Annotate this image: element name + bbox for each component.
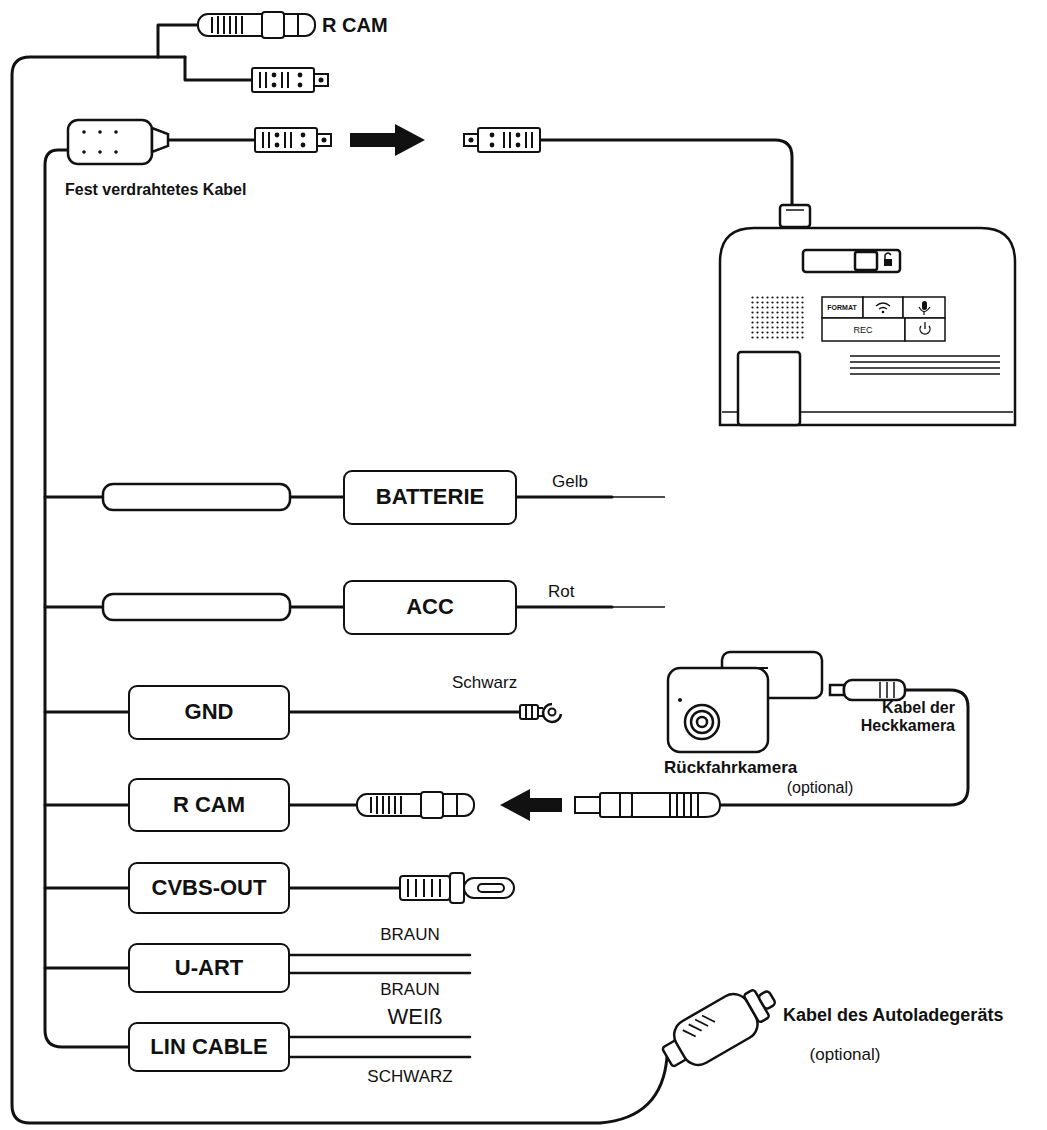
inline-fuse bbox=[103, 484, 290, 620]
box-label: U-ART bbox=[175, 956, 243, 980]
rcam-female bbox=[357, 792, 474, 818]
wire-color: SCHWARZ bbox=[367, 1067, 452, 1087]
cable-harness bbox=[12, 25, 968, 1123]
hardwire-plug bbox=[68, 120, 168, 164]
button-label: FORMAT bbox=[827, 304, 856, 312]
part-name: Kabel des Autoladegeräts bbox=[783, 1005, 1003, 1026]
optional-note: (optional) bbox=[810, 1045, 881, 1065]
wire-color: WEIß bbox=[388, 1004, 443, 1029]
rcam-connector bbox=[198, 12, 315, 38]
box-label: CVBS-OUT bbox=[152, 876, 267, 900]
spare-connector bbox=[252, 68, 328, 92]
wire-color: Rot bbox=[548, 582, 574, 602]
box-label: LIN CABLE bbox=[150, 1035, 267, 1059]
harness-box: BATTERIE bbox=[343, 470, 517, 525]
box-label: BATTERIE bbox=[376, 485, 484, 509]
car-charger-plug bbox=[655, 976, 784, 1078]
optional-note: (optional) bbox=[787, 779, 854, 797]
part-name: Kabel der Heckkamera bbox=[835, 699, 955, 736]
box-label: GND bbox=[185, 700, 234, 724]
female-connector bbox=[464, 128, 540, 152]
button-label: REC bbox=[853, 325, 872, 335]
wire-color: BRAUN bbox=[380, 980, 440, 1000]
box-label: R CAM bbox=[173, 793, 245, 817]
ring-terminal bbox=[520, 704, 561, 722]
rear-camera bbox=[668, 652, 905, 752]
wire-ends bbox=[612, 497, 665, 607]
harness-box: GND bbox=[128, 685, 290, 740]
part-name: Rückfahrkamera bbox=[664, 758, 797, 778]
harness-box: R CAM bbox=[128, 778, 290, 832]
wire-color: Schwarz bbox=[452, 673, 517, 693]
harness-box: LIN CABLE bbox=[128, 1022, 290, 1072]
box-label: ACC bbox=[406, 595, 454, 619]
connector-name: R CAM bbox=[322, 14, 388, 37]
male-connector bbox=[255, 128, 331, 152]
wire-color: BRAUN bbox=[380, 925, 440, 945]
rca-plug bbox=[400, 873, 514, 903]
dashcam bbox=[720, 205, 1015, 425]
cable-name: Fest verdrahtetes Kabel bbox=[65, 181, 246, 199]
rcam-male bbox=[575, 793, 720, 817]
wire-color: Gelb bbox=[552, 472, 588, 492]
harness-box: CVBS-OUT bbox=[128, 862, 290, 914]
harness-box: ACC bbox=[343, 580, 517, 635]
harness-box: U-ART bbox=[128, 943, 290, 993]
